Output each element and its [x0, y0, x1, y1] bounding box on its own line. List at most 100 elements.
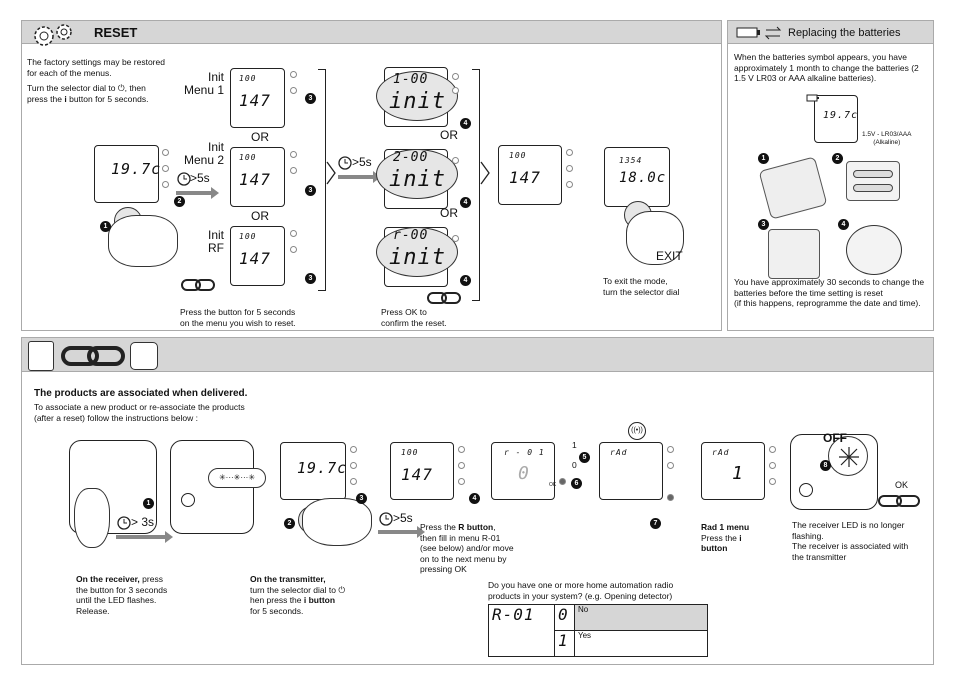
r01-option-0: 0	[572, 460, 577, 470]
lcd-code: rAd	[712, 448, 730, 457]
step-2-badge: 2	[284, 518, 295, 529]
lcd-menu1: 100 147	[230, 68, 285, 128]
led-flash-callout: ✳···✳···✳	[208, 468, 266, 488]
chevron-right-icon	[480, 161, 490, 185]
button-dot	[290, 151, 297, 158]
button-dot	[769, 478, 776, 485]
or-label: OR	[251, 130, 269, 144]
bracket	[318, 69, 326, 291]
hand-illustration	[108, 215, 178, 267]
thermostat-lcd: 19.7c	[94, 145, 162, 203]
lcd-time: 1354	[619, 156, 643, 165]
button-dot	[566, 165, 573, 172]
clock-icon	[177, 172, 191, 186]
step-4-badge: 4	[460, 197, 471, 208]
hand-illustration	[74, 488, 110, 548]
button-dot	[458, 462, 465, 469]
battery-cell	[853, 184, 893, 192]
dial-icon: ⏻	[117, 83, 125, 93]
lcd-main-value: 147	[239, 249, 271, 268]
lcd-top-value: 100	[239, 74, 257, 83]
lcd-temperature: 19.7c	[823, 110, 859, 121]
arrow-right	[116, 531, 173, 543]
lcd-value: 1	[732, 463, 744, 484]
receiver-icon	[130, 342, 158, 370]
step-7-badge: 7	[650, 518, 661, 529]
lcd-top-value: 100	[509, 151, 527, 160]
lcd-temperature: 18.0c	[619, 170, 667, 186]
init-menu2-label: Init Menu 2	[183, 140, 224, 167]
time-5s-label: >5s	[393, 511, 413, 525]
step-3-badge: 3	[305, 273, 316, 284]
association-panel: The products are associated when deliver…	[21, 337, 934, 665]
lcd-top-value: 100	[239, 153, 257, 162]
init-word: init	[389, 167, 446, 192]
association-header	[22, 338, 933, 372]
battery-step3-illustration	[768, 229, 820, 279]
init-word: init	[389, 245, 446, 270]
reset-header: RESET	[22, 21, 721, 46]
bracket	[472, 69, 480, 301]
battery-step2-illustration	[846, 161, 900, 201]
lcd-main-value: 147	[239, 91, 271, 110]
step4-instruction: Press the R button, then fill in menu R-…	[420, 522, 514, 574]
batteries-text2: You have approximately 30 seconds to cha…	[734, 277, 925, 308]
link-icon	[61, 346, 125, 366]
lcd-top-value: 100	[401, 448, 419, 457]
receiver-device	[69, 440, 157, 534]
r01-table: R-01 0 No 1 Yes	[488, 604, 708, 657]
arrow-right	[338, 171, 381, 183]
press-menu-text: Press the button for 5 seconds on the me…	[180, 307, 296, 328]
step-3-badge: 3	[305, 185, 316, 196]
step-1-badge: 1	[143, 498, 154, 509]
link-icon	[878, 495, 920, 507]
init-code: 2-00	[393, 150, 429, 165]
ok-button[interactable]	[559, 478, 566, 485]
lcd-code: r - 0 1	[504, 448, 545, 457]
gear-icon	[34, 24, 72, 46]
lcd-code: rAd	[610, 448, 628, 457]
reset-panel: RESET The factory settings may be restor…	[21, 20, 722, 331]
lcd-temperature: 19.7c	[111, 160, 162, 178]
lcd-main-value: 147	[509, 168, 541, 187]
press-ok-text: Press OK to confirm the reset.	[381, 307, 447, 328]
receiver-button[interactable]	[181, 493, 195, 507]
battery-step4-illustration	[846, 225, 902, 275]
table-label: No	[574, 604, 708, 631]
receiver-device	[170, 440, 254, 534]
button-dot	[566, 149, 573, 156]
clock-icon	[338, 156, 352, 170]
lcd-rf: 100 147	[230, 226, 285, 286]
lcd-r01: r - 0 1 0	[491, 442, 555, 500]
batteries-header: Replacing the batteries	[728, 21, 933, 44]
thermostat-icon	[28, 341, 54, 371]
link-icon	[427, 292, 461, 304]
magnified-init-rf: r-00 init	[376, 227, 458, 277]
link-icon	[181, 279, 215, 291]
step-6-badge: 6	[571, 478, 582, 489]
time-5s-label: >5s	[352, 155, 372, 169]
step-1-badge: 1	[100, 221, 111, 232]
or-label: OR	[440, 128, 458, 142]
chevron-right-icon	[326, 161, 336, 185]
batteries-text1: When the batteries symbol appears, you h…	[734, 52, 919, 83]
i-button[interactable]	[667, 494, 674, 501]
button-dot	[769, 446, 776, 453]
receiver-button[interactable]	[799, 483, 813, 497]
lcd-step4: 100 147	[390, 442, 454, 500]
arrow-right	[176, 187, 219, 199]
final-text: The receiver LED is no longer flashing. …	[792, 520, 909, 562]
button-dot	[290, 87, 297, 94]
exit-text: To exit the mode, turn the selector dial	[603, 276, 680, 297]
button-dot	[162, 149, 169, 156]
init-menu1-label: Init Menu 1	[183, 70, 224, 97]
step-8-badge: 8	[820, 460, 831, 471]
button-dot	[290, 167, 297, 174]
button-dot	[162, 165, 169, 172]
init-code: r-00	[393, 228, 429, 243]
lcd-exit: 1354 18.0c	[604, 147, 670, 207]
table-value: 0	[554, 604, 575, 631]
arrow-right	[378, 526, 425, 538]
step-4-badge: 4	[460, 118, 471, 129]
lcd-rad1: rAd 1	[701, 442, 765, 500]
